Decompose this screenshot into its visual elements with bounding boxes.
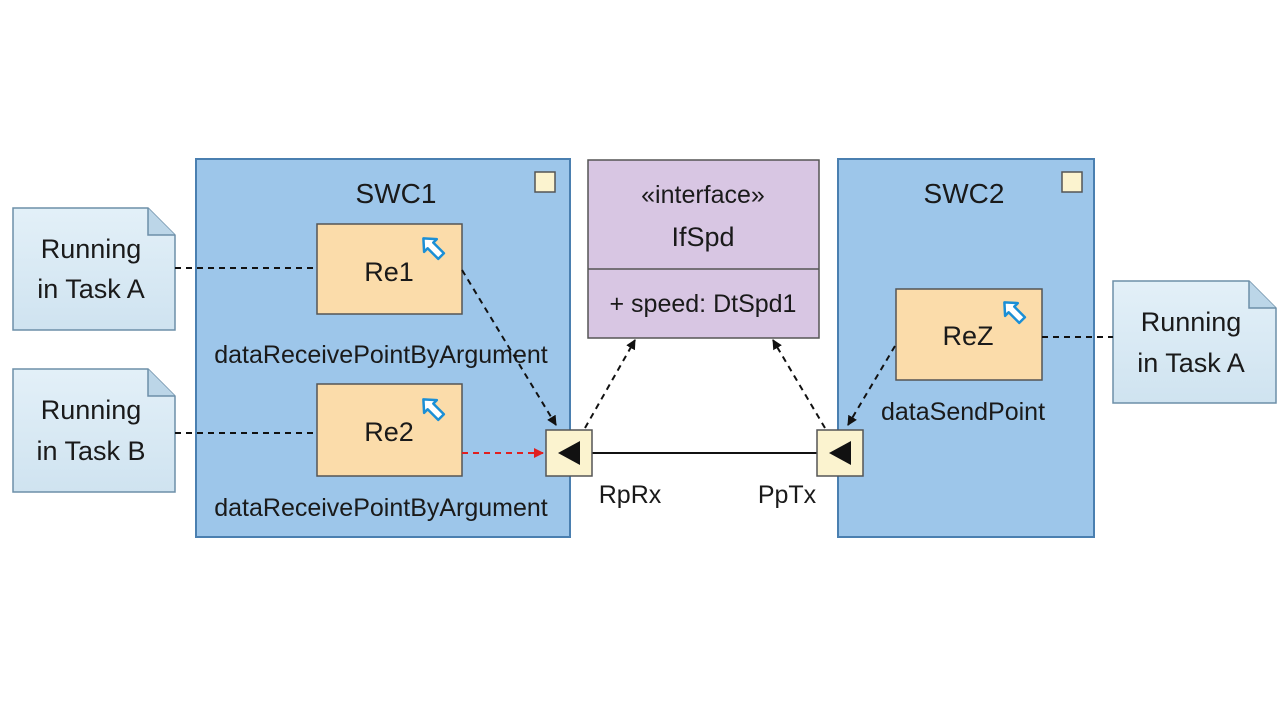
interface-attribute: + speed: DtSpd1 [610, 290, 797, 318]
port-pptx-label: PpTx [758, 481, 817, 509]
re1-label: Re1 [364, 257, 414, 287]
note-line1: Running [41, 395, 142, 425]
swc2-title: SWC2 [924, 178, 1005, 209]
note-task-a-left: Running in Task A [12, 207, 176, 331]
connectors [175, 267, 1113, 458]
note-line1: Running [1141, 307, 1242, 337]
interface-name: IfSpd [671, 222, 734, 252]
re2-label: Re2 [364, 417, 414, 447]
event-arrow-icon [422, 398, 446, 422]
swc2-component[interactable]: SWC2 ReZ dataSendPoint [837, 158, 1095, 538]
swc1-component[interactable]: SWC1 Re1 dataReceivePointByArgument Re2 … [195, 158, 571, 538]
runnable-re2[interactable]: Re2 [316, 383, 463, 477]
note-task-a-right: Running in Task A [1112, 280, 1277, 404]
note-line2: in Task A [37, 274, 145, 304]
port-direction-icon [558, 441, 580, 465]
port-pptx[interactable] [816, 429, 864, 477]
note-line2: in Task B [36, 436, 145, 466]
rez-label: ReZ [942, 321, 993, 351]
rez-to-pptx-arrow [847, 345, 896, 426]
re2-caption: dataReceivePointByArgument [214, 494, 548, 522]
pptx-to-interface-arrow [772, 339, 826, 429]
port-rprx[interactable] [545, 429, 593, 477]
swc2-component-icon [1061, 171, 1083, 193]
rprx-to-interface-arrow [584, 339, 636, 429]
runnable-rez[interactable]: ReZ [895, 288, 1043, 381]
re1-to-rprx-arrow [461, 269, 557, 426]
rez-caption: dataSendPoint [881, 398, 1045, 426]
swc1-component-icon [534, 171, 556, 193]
interface-ifspd[interactable]: «interface» IfSpd + speed: DtSpd1 [587, 159, 820, 339]
note-line2: in Task A [1137, 348, 1245, 378]
swc1-title: SWC1 [356, 178, 437, 209]
note-task-b-left: Running in Task B [12, 368, 176, 493]
event-arrow-icon [422, 237, 446, 261]
re1-caption: dataReceivePointByArgument [214, 341, 548, 369]
event-arrow-icon [1003, 301, 1027, 325]
runnable-re1[interactable]: Re1 [316, 223, 463, 315]
port-rprx-label: RpRx [599, 481, 662, 509]
note-line1: Running [41, 234, 142, 264]
interface-stereotype: «interface» [641, 181, 765, 209]
port-direction-icon [829, 441, 851, 465]
